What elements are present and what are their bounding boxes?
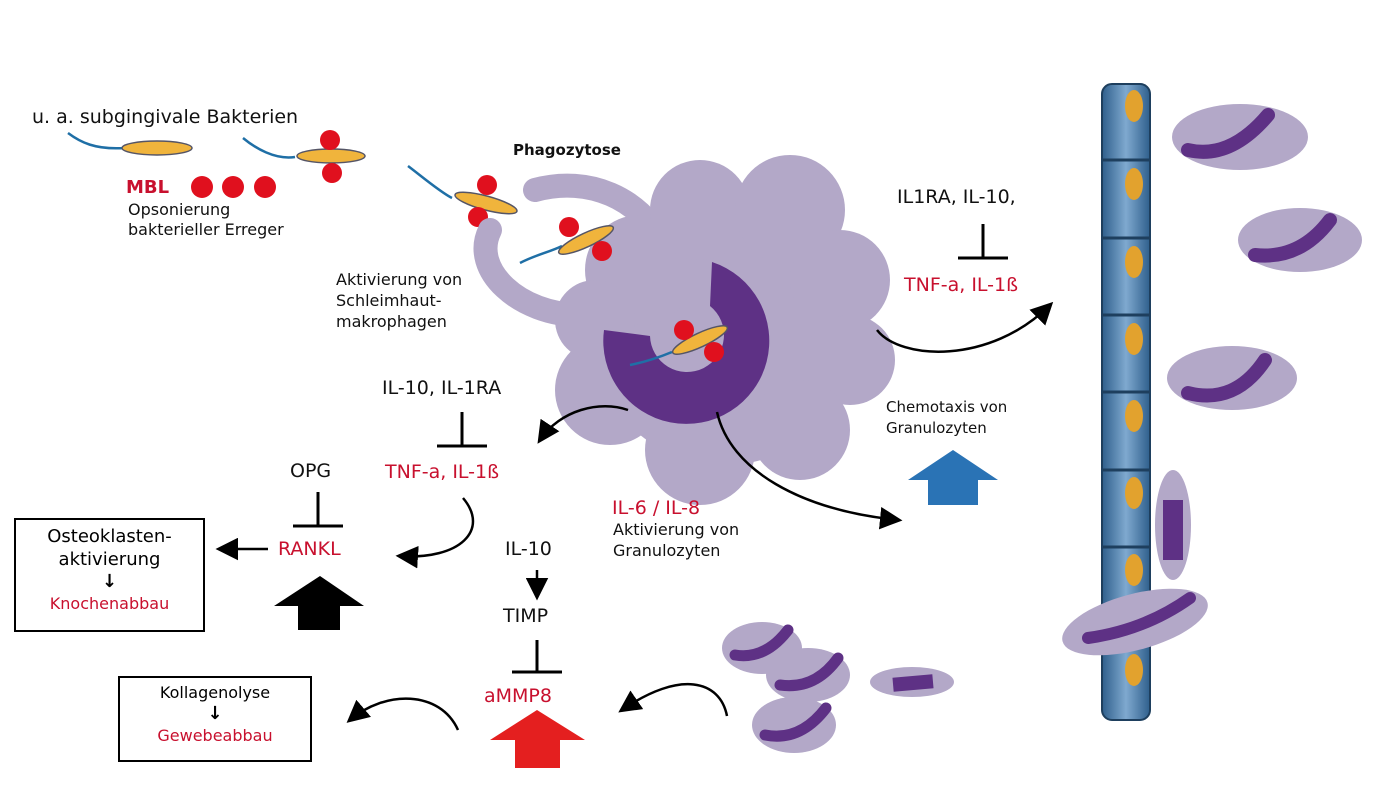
inhibition-tbar-icon [437, 412, 487, 448]
tnf-il1-right-label: TNF-a, IL-1ß [904, 274, 1019, 296]
inhibition-tbar-icon [958, 224, 1008, 260]
down-arrow-icon: ↓ [207, 703, 223, 724]
osteoclast-line1: Osteoklasten- [47, 526, 172, 547]
granulocyte-icon [1238, 208, 1362, 272]
granulocyte-icon [1155, 470, 1191, 580]
macrophage-activation-line3: makrophagen [336, 312, 447, 331]
granulocyte-icon [1062, 588, 1208, 656]
arrow-tnf-to-rankl [395, 497, 475, 569]
bacteria-label: u. a. subgingivale Bakterien [32, 106, 299, 128]
ammp8-label: aMMP8 [484, 685, 552, 707]
block-arrow-icon [274, 576, 364, 630]
macrophage-activation-line1: Aktivierung von [336, 270, 463, 289]
granulocyte-icon [870, 667, 954, 697]
collagenolysis-label: Kollagenolyse [159, 683, 271, 702]
chemotaxis-label-line1: Chemotaxis von [886, 398, 1008, 416]
bacterium-icon [519, 217, 615, 265]
collagenolysis-box: Kollagenolyse ↓ Gewebeabbau [118, 676, 312, 762]
tissue-loss-label: Gewebeabbau [157, 725, 273, 745]
il6-il8-label: IL-6 / IL-8 [612, 497, 701, 519]
timp-label: TIMP [503, 605, 549, 627]
osteoclast-line2: aktivierung [58, 548, 161, 570]
granulocyte-activation-line1: Aktivierung von [613, 520, 740, 539]
opg-label: OPG [290, 460, 332, 482]
granulocyte-icon [752, 697, 836, 753]
tnf-il1-left-label: TNF-a, IL-1ß [385, 461, 500, 483]
il1ra-il10-right-label: IL1RA, IL-10, [897, 186, 1016, 208]
macrophage-activation-line2: Schleimhaut- [336, 291, 442, 310]
granulocyte-activation-line2: Granulozyten [613, 541, 721, 560]
arrow-ammp8-to-collagenolysis [346, 697, 460, 731]
il10-il1ra-left-label: IL-10, IL-1RA [382, 377, 502, 399]
bacterium-icon [67, 131, 193, 156]
arrow-macrophage-to-granulocytes [715, 411, 903, 530]
block-arrow-icon [908, 450, 998, 505]
macrophage-icon [473, 155, 895, 505]
inhibition-tbar-icon [512, 640, 562, 674]
opsonin-dot-icon [191, 176, 276, 198]
granulocyte-icon [1172, 104, 1308, 170]
bacterium-icon [242, 130, 366, 183]
opsonization-label-line2: bakterieller Erreger [128, 220, 284, 239]
bacterium-icon [407, 165, 518, 227]
chemotaxis-label-line2: Granulozyten [886, 419, 987, 437]
granulocyte-icon [766, 648, 850, 702]
down-arrow-icon: ↓ [101, 571, 118, 592]
block-arrow-icon [490, 710, 585, 768]
mbl-label: MBL [126, 177, 170, 198]
il10-lower-label: IL-10 [505, 538, 552, 560]
rankl-label: RANKL [278, 538, 341, 560]
opsonization-label-line1: Opsonierung [128, 200, 231, 219]
arrow-macrophage-to-tnf-right [876, 301, 1054, 353]
bone-loss-label: Knochenabbau [49, 593, 170, 613]
bacterium-icon [629, 320, 729, 367]
osteoclast-activation-box: Osteoklasten- aktivierung ↓ Knochenabbau [14, 518, 205, 632]
phagocytosis-label: Phagozytose [513, 141, 621, 159]
arrow-granulocytes-to-ammp8 [618, 682, 729, 717]
granulocyte-icon [1167, 346, 1297, 410]
inhibition-tbar-icon [293, 492, 343, 528]
arrow-macrophage-to-tnf [537, 405, 629, 444]
